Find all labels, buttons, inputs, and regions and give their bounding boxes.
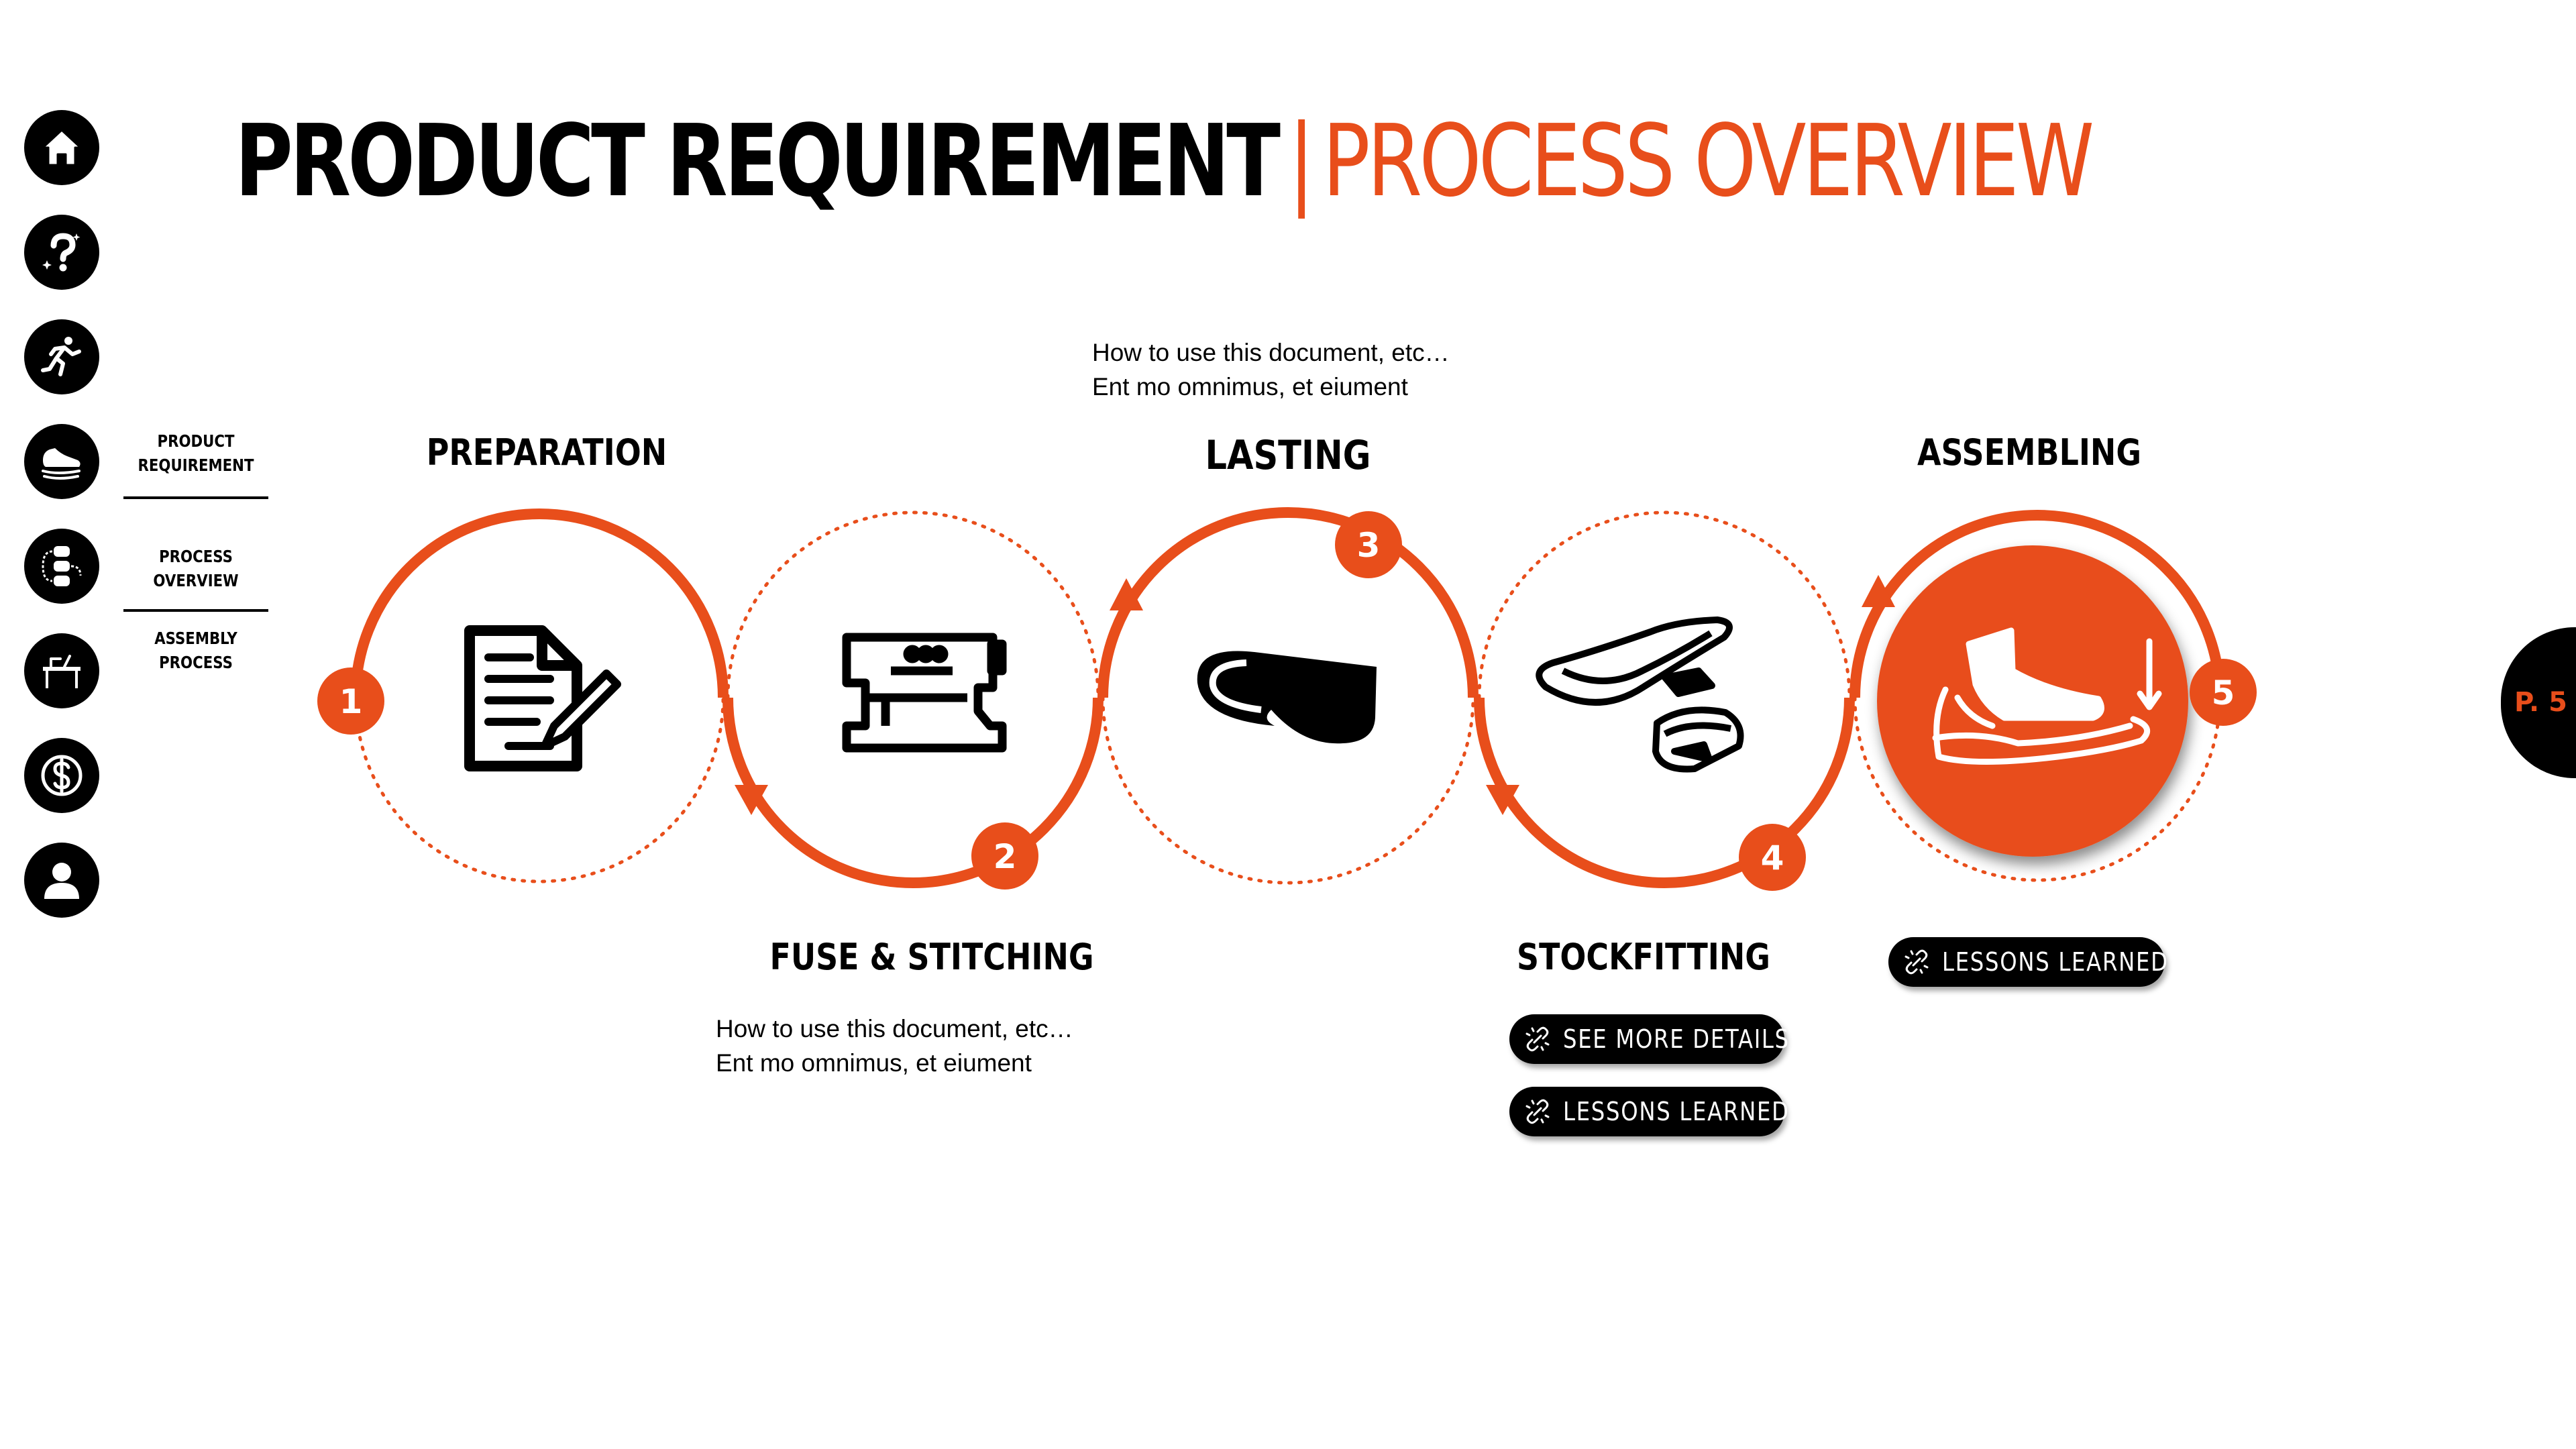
note-line: How to use this document, etc… [716, 1015, 1073, 1042]
sole-parts-icon [1536, 616, 1744, 773]
step-badges: 1 2 3 4 5 [317, 511, 2257, 891]
see-more-details-label: SEE MORE DETAILS [1563, 1024, 1790, 1054]
nav-product-requirement[interactable]: PRODUCT REQUIREMENT [134, 429, 258, 478]
step-number-2-text: 2 [994, 837, 1017, 876]
note-line: Ent mo omnimus, et eiument [1092, 373, 1408, 400]
flow-arc-3 [1097, 507, 1479, 698]
step-number-3 [1335, 511, 1402, 578]
flow-arc-5 [1849, 510, 2225, 698]
process-flow-icon[interactable] [24, 529, 99, 604]
title-main: PRODUCT REQUIREMENT [235, 103, 1281, 219]
flow-arrow-down [735, 785, 768, 815]
nav-label-line2: OVERVIEW [153, 571, 239, 590]
dotted-arc-2 [726, 511, 1100, 700]
broken-link-icon [1525, 1026, 1550, 1052]
title-separator: | [1288, 103, 1315, 219]
nav-assembly-process[interactable]: ASSEMBLY PROCESS [134, 627, 258, 675]
nav-label-line1: PRODUCT [157, 431, 235, 451]
stage-label-assembling: ASSEMBLING [1917, 431, 2141, 474]
step-number-5 [2190, 659, 2257, 726]
flow-arrow-up [1110, 578, 1143, 610]
stage-label-fuse-stitching: FUSE & STITCHING [769, 936, 1094, 978]
nav-label-line2: REQUIREMENT [138, 455, 254, 475]
stage-label-preparation: PREPARATION [426, 431, 667, 474]
nav-label-line2: PROCESS [159, 653, 233, 672]
step-number-1 [317, 667, 384, 735]
process-flow-glyph [42, 546, 82, 586]
flow-arc-2 [722, 697, 1104, 888]
stage-label-lasting: LASTING [1205, 432, 1371, 479]
home-icon[interactable] [24, 110, 99, 185]
step-number-1-text: 1 [339, 682, 363, 721]
stage-label-stockfitting: STOCKFITTING [1517, 936, 1770, 978]
home-glyph [42, 129, 82, 166]
broken-link-icon [1904, 949, 1929, 975]
shoe-icon[interactable] [24, 424, 99, 499]
step-number-4 [1739, 824, 1806, 891]
dollar-glyph [41, 755, 83, 796]
see-more-details-button[interactable]: SEE MORE DETAILS [1509, 1014, 1788, 1064]
stockfitting-lessons-learned-button[interactable]: LESSONS LEARNED [1509, 1087, 1788, 1136]
nav-process-overview[interactable]: PROCESS OVERVIEW [134, 545, 258, 593]
step-number-2 [971, 822, 1038, 890]
dotted-arc-1 [354, 696, 725, 883]
sewing-machine-icon [842, 633, 1007, 753]
flow-arrow-up [1862, 575, 1895, 607]
workbench-icon[interactable] [24, 633, 99, 708]
dotted-arc-4 [1477, 511, 1851, 700]
lasting-note: How to use this document, etc… Ent mo om… [1092, 335, 1450, 404]
dotted-arc-3 [1101, 696, 1475, 885]
shoe-last-icon [1197, 651, 1377, 744]
page-number: P. 5 [2514, 687, 2567, 718]
flow-arc-4 [1474, 697, 1855, 888]
help-icon[interactable] [24, 215, 99, 290]
page-title: PRODUCT REQUIREMENT|PROCESS OVERVIEW [235, 94, 2094, 228]
workbench-glyph [43, 655, 80, 688]
lessons-learned-label: LESSONS LEARNED [1563, 1097, 1790, 1126]
runner-glyph [41, 337, 81, 376]
runner-icon[interactable] [24, 319, 99, 394]
step-number-4-text: 4 [1761, 839, 1784, 877]
user-icon[interactable] [24, 843, 99, 918]
document-pen-icon [464, 625, 621, 771]
help-glyph [42, 233, 80, 272]
dollar-icon[interactable] [24, 738, 99, 813]
step-number-5-text: 5 [2212, 674, 2235, 712]
lessons-learned-label: LESSONS LEARNED [1942, 947, 2169, 977]
dotted-arc-5 [1853, 696, 2222, 882]
shoe-assembly-icon [1932, 627, 2162, 765]
flow-arc-1 [350, 508, 729, 698]
user-glyph [44, 863, 79, 899]
nav-label-line1: PROCESS [159, 547, 233, 566]
shoe-glyph [42, 448, 80, 480]
flow-arrow-down [1486, 785, 1519, 815]
nav-label-line1: ASSEMBLY [154, 629, 237, 648]
stitching-note: How to use this document, etc… Ent mo om… [716, 1012, 1073, 1080]
note-line: How to use this document, etc… [1092, 339, 1450, 366]
title-sub: PROCESS OVERVIEW [1322, 103, 2094, 219]
step-number-3-text: 3 [1357, 526, 1381, 565]
assembling-lessons-learned-button[interactable]: LESSONS LEARNED [1888, 937, 2167, 987]
nav-divider [123, 496, 268, 499]
broken-link-icon [1525, 1099, 1550, 1124]
nav-divider [123, 609, 268, 612]
note-line: Ent mo omnimus, et eiument [716, 1049, 1032, 1077]
